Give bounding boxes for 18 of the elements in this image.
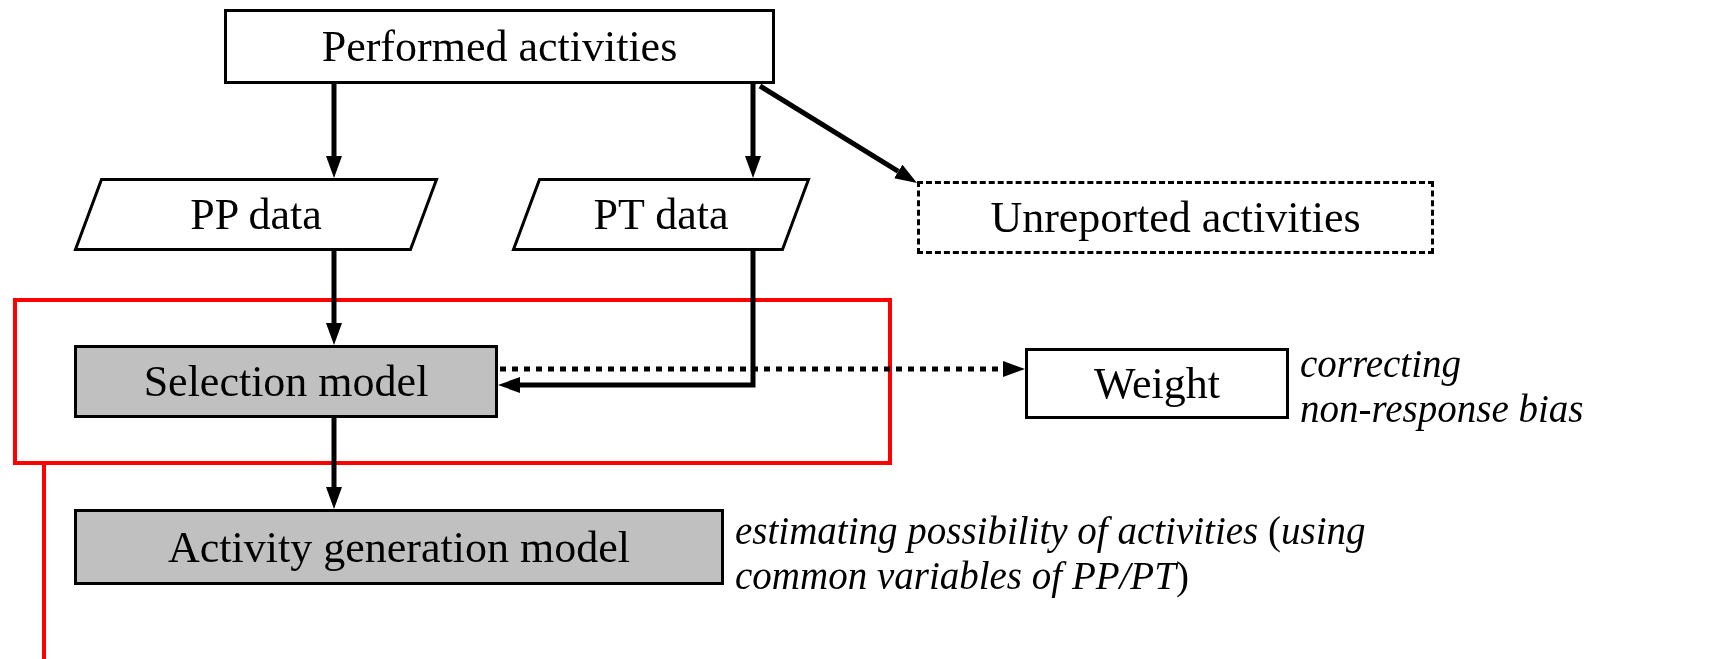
arrow [745,84,761,178]
dashed-box: Unreported activities [917,181,1434,254]
process-box: Performed activities [224,9,775,84]
connector-line [42,463,46,659]
data-parallelogram: PT data [512,178,810,251]
output-box: Weight [1025,348,1289,419]
annotation-text: correcting non-response bias [1300,342,1585,432]
arrow [326,418,342,509]
highlight-frame [13,298,892,465]
model-box: Activity generation model [74,509,724,585]
arrow [326,84,342,178]
arrow [498,250,756,393]
arrow [500,361,1025,377]
data-parallelogram: PP data [74,178,438,251]
arrow [326,250,342,345]
model-box: Selection model [74,345,498,418]
arrow [758,83,917,183]
annotation-text: estimating possibility of activities (using common variables of PP/PT) [735,509,1367,599]
